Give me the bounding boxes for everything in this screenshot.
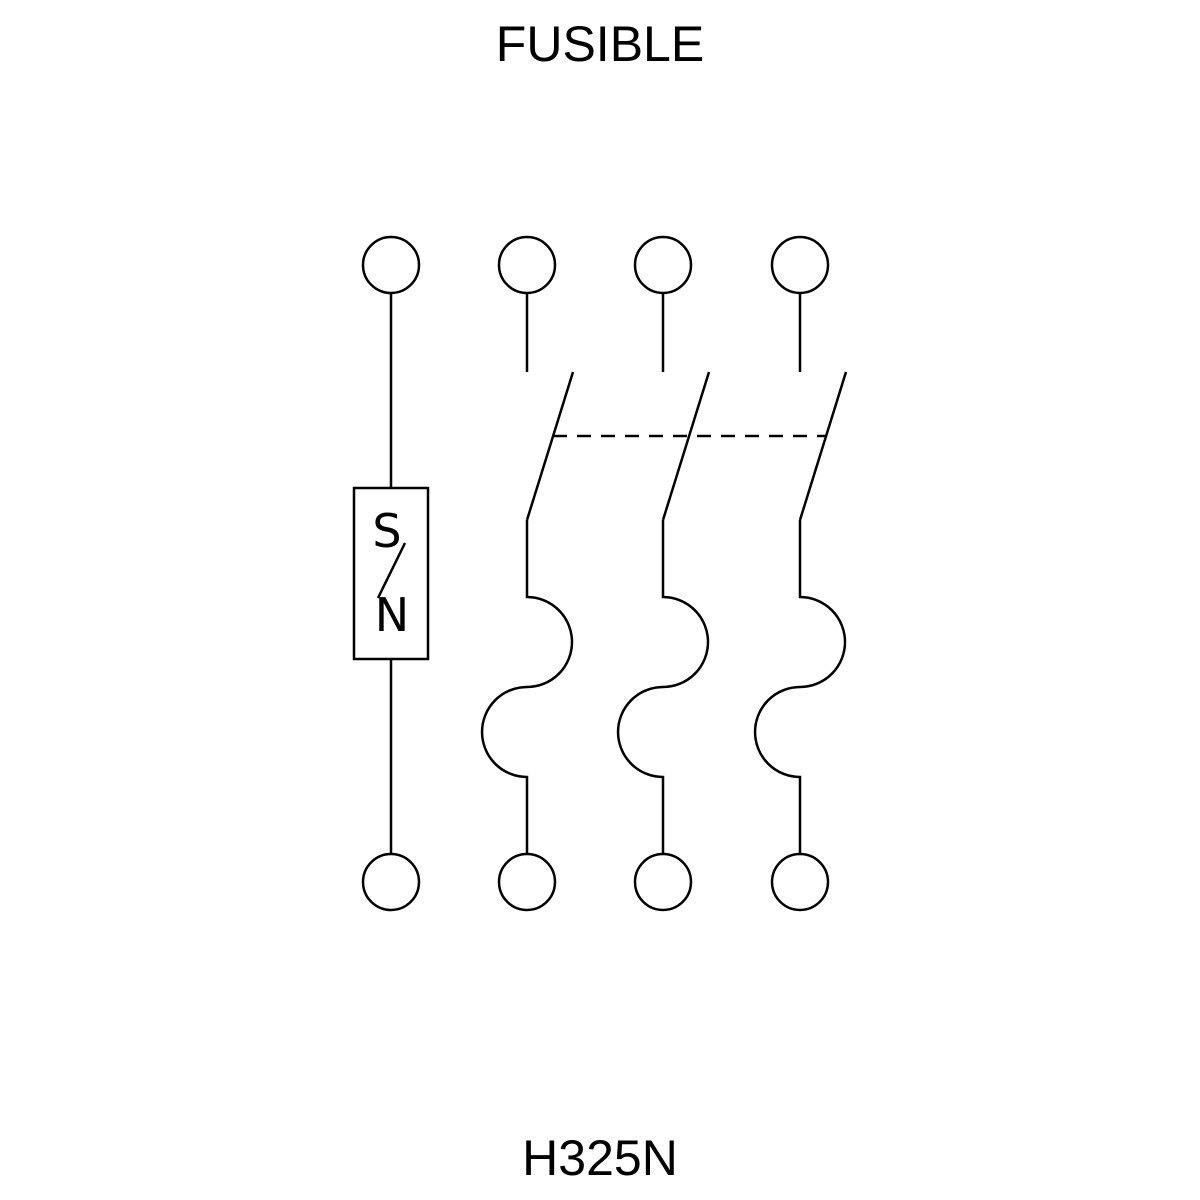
terminal-bottom-l3 — [770, 852, 830, 912]
terminal-top-l1 — [497, 235, 557, 295]
phase-l3 — [753, 293, 848, 854]
terminal-top-neutral — [361, 235, 421, 295]
l2-fuse-curve — [616, 520, 710, 854]
neutral-slash — [376, 542, 407, 599]
terminal-bottom-l1 — [497, 852, 557, 912]
terminal-top-l2 — [633, 235, 693, 295]
phase-l1 — [480, 293, 575, 854]
l1-fuse-curve — [480, 520, 574, 854]
terminal-bottom-l2 — [633, 852, 693, 912]
model-number: H325N — [522, 1130, 678, 1186]
terminal-top-l3 — [770, 235, 830, 295]
terminal-bottom-neutral — [361, 852, 421, 912]
l1-switch-blade — [525, 371, 575, 521]
phase-l2 — [616, 293, 711, 854]
l3-switch-blade — [798, 371, 848, 521]
l3-fuse-curve — [753, 520, 847, 854]
neutral-letter-n: N — [375, 588, 409, 642]
neutral-letter-s: S — [372, 504, 401, 558]
l2-switch-blade — [661, 371, 711, 521]
diagram-title: FUSIBLE — [495, 16, 705, 72]
